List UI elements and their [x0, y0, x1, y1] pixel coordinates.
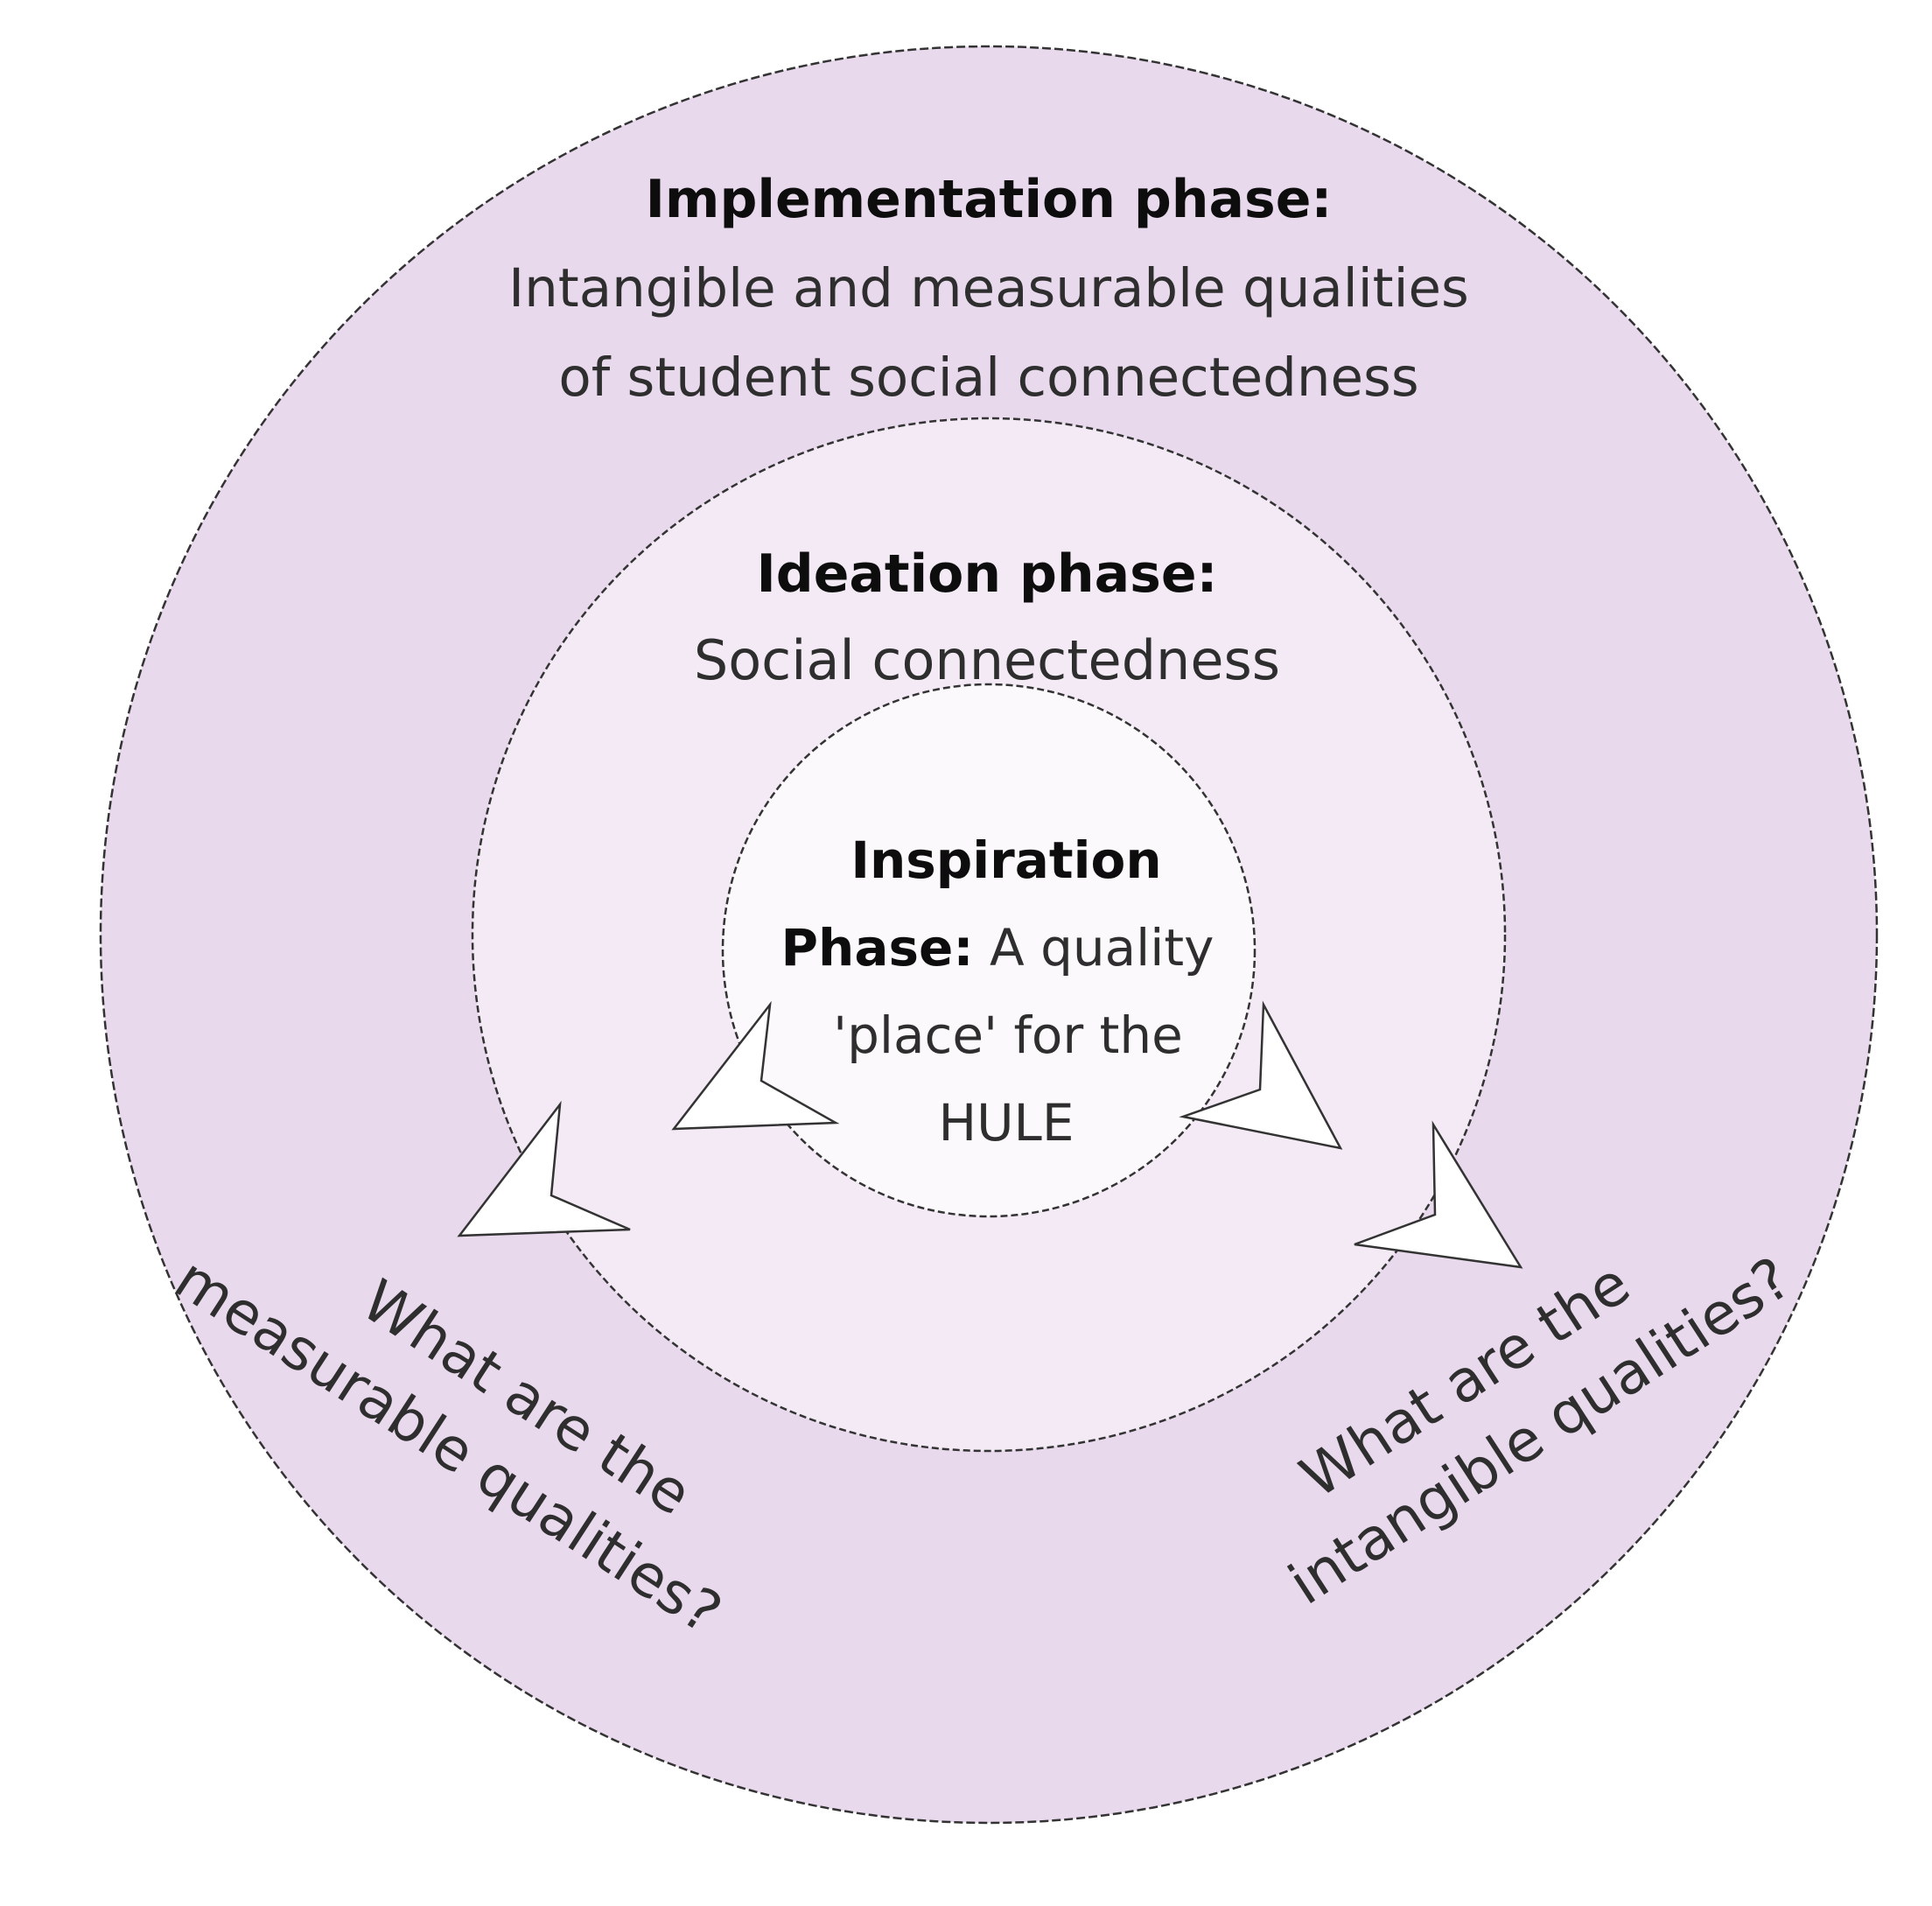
inspiration-phase-ring	[721, 683, 1256, 1218]
inspiration-phase-heading-2: Phase:	[781, 918, 974, 978]
inspiration-phase-text-1: A quality	[974, 918, 1214, 978]
inspiration-phase-line-2: 'place' for the	[833, 1006, 1183, 1065]
inspiration-phase-heading: Inspiration	[850, 830, 1161, 890]
arrow-outer-right-icon	[1354, 1120, 1523, 1269]
ideation-phase-heading: Ideation phase:	[756, 543, 1217, 605]
implementation-phase-line-2: of student social connectedness	[558, 347, 1418, 409]
arrow-inner-right-icon	[1179, 1000, 1343, 1150]
arrow-outer-left-icon	[457, 1100, 631, 1237]
inspiration-phase-line-1: Phase: A quality	[781, 918, 1214, 978]
ideation-phase-line-1: Social connectedness	[694, 628, 1280, 692]
implementation-phase-line-1: Intangible and measurable qualities	[508, 257, 1469, 319]
implementation-phase-heading: Implementation phase:	[646, 169, 1333, 230]
inspiration-phase-line-3: HULE	[938, 1093, 1074, 1153]
arrow-inner-left-icon	[671, 1000, 840, 1131]
